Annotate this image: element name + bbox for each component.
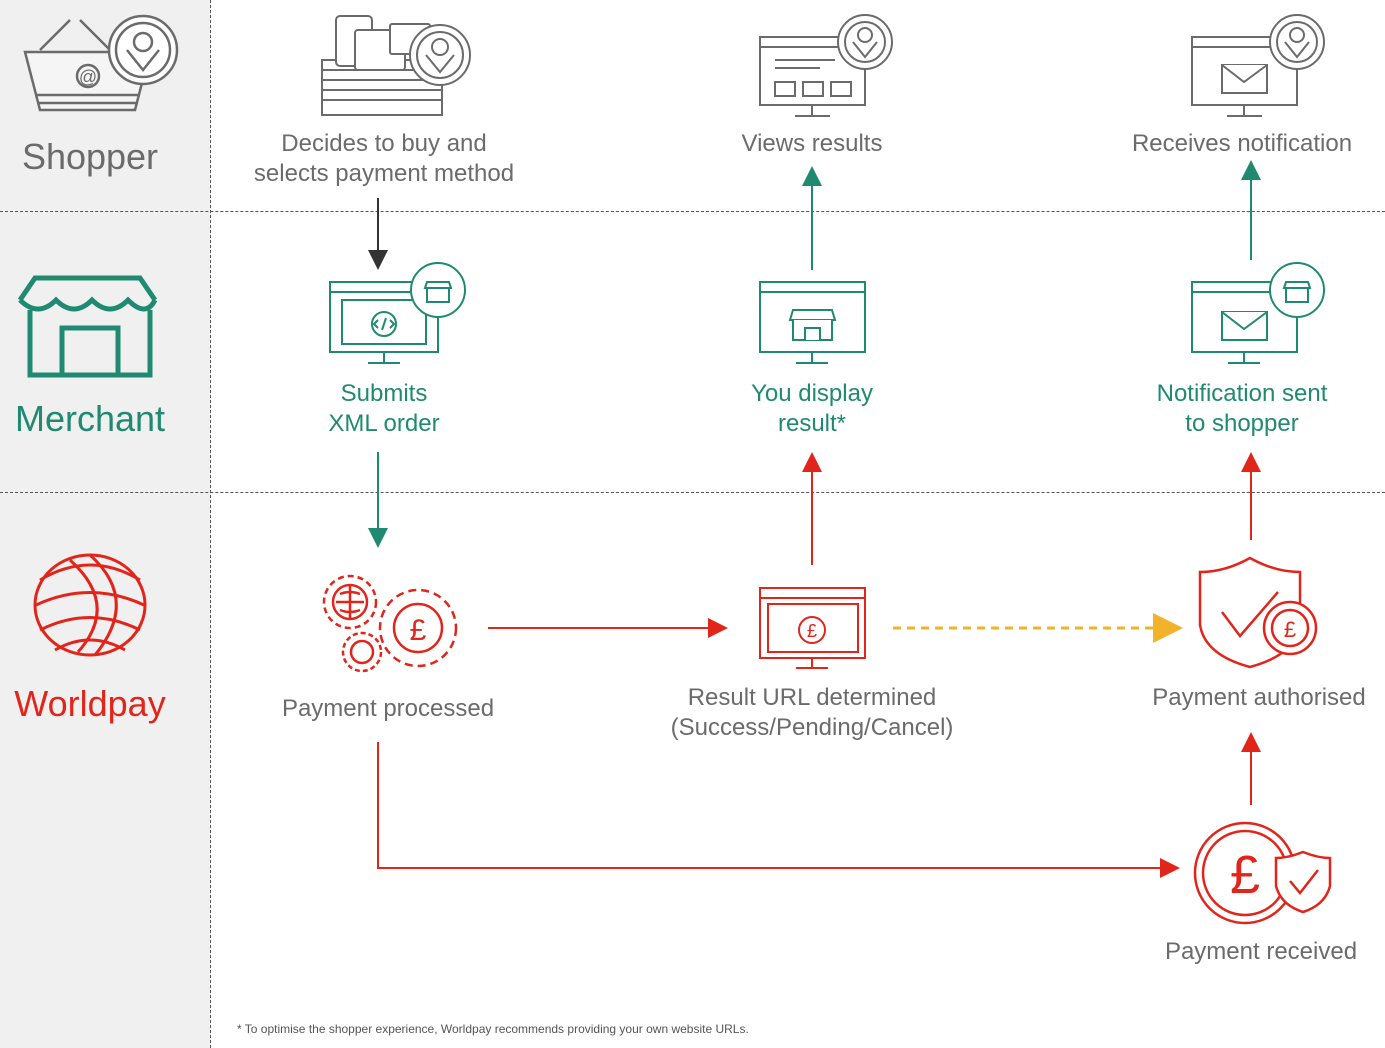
step-display-line1: You display bbox=[751, 380, 873, 407]
footnote: * To optimise the shopper experience, Wo… bbox=[237, 1022, 749, 1036]
pound-coin-icon: £ bbox=[1193, 821, 1332, 925]
lane-divider-2 bbox=[0, 492, 1385, 493]
step-views-results: Views results bbox=[712, 129, 912, 159]
step-decides-to-buy-line2: selects payment method bbox=[253, 160, 515, 187]
lane-column bbox=[0, 0, 211, 1048]
shopping-basket-icon: @ bbox=[23, 14, 179, 112]
svg-text:£: £ bbox=[807, 621, 817, 641]
svg-text:£: £ bbox=[1230, 845, 1260, 905]
lane-divider-1 bbox=[0, 211, 1385, 212]
step-authorised-text: Payment authorised bbox=[1152, 684, 1366, 711]
svg-text:£: £ bbox=[1284, 617, 1296, 642]
step-views-results-text: Views results bbox=[741, 130, 883, 157]
svg-text:@: @ bbox=[79, 67, 97, 87]
code-monitor-icon bbox=[329, 262, 466, 364]
arrow-processed-to-received bbox=[377, 742, 1180, 878]
lane-label-merchant: Merchant bbox=[14, 398, 166, 439]
flow-arrows bbox=[368, 160, 1261, 878]
svg-text:£: £ bbox=[410, 614, 427, 647]
step-payment-authorised: Payment authorised bbox=[1134, 683, 1384, 713]
step-notif-line1: Notification sent bbox=[1156, 380, 1328, 407]
step-decides-to-buy-line1: Decides to buy and bbox=[281, 130, 487, 157]
step-result-url: Result URL determined (Success/Pending/C… bbox=[652, 683, 972, 743]
store-monitor-icon bbox=[759, 281, 866, 364]
step-display-line2: result* bbox=[777, 410, 847, 437]
lane-label-shopper: Shopper bbox=[21, 136, 159, 177]
step-payment-processed: Payment processed bbox=[258, 694, 518, 724]
gears-pound-icon: £ bbox=[322, 574, 458, 673]
shield-check-icon: £ bbox=[1198, 556, 1318, 669]
step-submits-line2: XML order bbox=[328, 410, 440, 437]
step-submits-line1: Submits bbox=[340, 380, 428, 407]
step-notif-line2: to shopper bbox=[1185, 410, 1299, 437]
step-submits-xml-order: Submits XML order bbox=[284, 379, 484, 439]
lane-label-worldpay: Worldpay bbox=[14, 683, 166, 724]
step-received-text: Payment received bbox=[1164, 938, 1358, 965]
step-result-line2: (Success/Pending/Cancel) bbox=[670, 714, 954, 741]
email-monitor-icon bbox=[1191, 14, 1325, 117]
devices-icon bbox=[321, 15, 471, 116]
step-processed-text: Payment processed bbox=[281, 695, 495, 722]
step-receives-notification-text: Receives notification bbox=[1131, 130, 1353, 157]
step-decides-to-buy: Decides to buy and selects payment metho… bbox=[234, 129, 534, 189]
step-notification-sent: Notification sent to shopper bbox=[1122, 379, 1362, 439]
step-result-line1: Result URL determined bbox=[687, 684, 937, 711]
browser-results-icon bbox=[759, 14, 893, 117]
storefront-icon bbox=[17, 275, 158, 378]
step-receives-notification: Receives notification bbox=[1112, 129, 1372, 159]
worldpay-globe-icon bbox=[33, 553, 147, 657]
email-monitor-icon bbox=[1191, 262, 1325, 364]
step-you-display-result: You display result* bbox=[712, 379, 912, 439]
step-payment-received: Payment received bbox=[1136, 937, 1385, 967]
lane-divider-vertical bbox=[210, 0, 211, 1048]
pound-monitor-icon: £ bbox=[759, 587, 866, 669]
